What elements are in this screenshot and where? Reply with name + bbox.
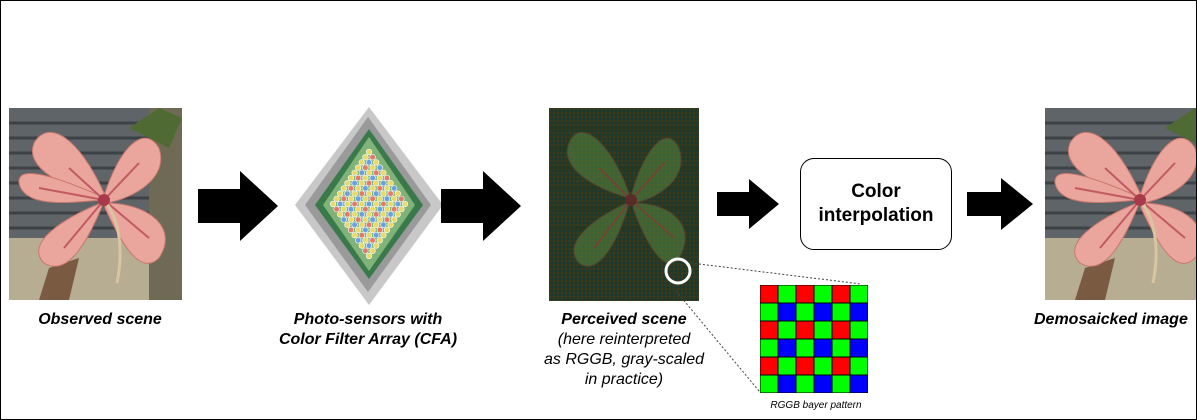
bayer-cell bbox=[831, 302, 851, 322]
cfa-sensor-image bbox=[293, 107, 443, 307]
bayer-cell bbox=[849, 338, 868, 358]
bayer-cell bbox=[813, 285, 833, 304]
perceived-scene-label: Perceived scene bbox=[561, 311, 687, 328]
perceived-note-line1: (here reinterpreted bbox=[557, 331, 691, 348]
bayer-cell bbox=[760, 374, 779, 393]
bayer-cell bbox=[849, 374, 868, 393]
arrow-icon bbox=[198, 171, 278, 241]
bayer-cell bbox=[795, 338, 815, 358]
bayer-cell bbox=[795, 285, 815, 304]
bayer-cell bbox=[831, 338, 851, 358]
bayer-cell bbox=[813, 302, 833, 322]
color-interpolation-box: Color interpolation bbox=[800, 158, 952, 250]
bayer-cell bbox=[777, 374, 797, 393]
bayer-pattern-grid bbox=[760, 285, 868, 393]
sensor-label-line2: Color Filter Array (CFA) bbox=[278, 331, 458, 348]
bayer-cell bbox=[831, 356, 851, 376]
bayer-cell bbox=[849, 320, 868, 340]
color-interpolation-label: Color interpolation bbox=[818, 181, 934, 226]
bayer-cell bbox=[813, 356, 833, 376]
arrow-icon bbox=[717, 179, 779, 229]
perceived-note-line3: in practice) bbox=[584, 371, 664, 388]
bayer-cell bbox=[849, 285, 868, 304]
bayer-cell bbox=[760, 338, 779, 358]
bayer-cell bbox=[760, 320, 779, 340]
bayer-cell bbox=[795, 356, 815, 376]
bayer-cell bbox=[795, 374, 815, 393]
demosaicked-image-label: Demosaicked image bbox=[1034, 311, 1188, 328]
perceived-scene-image bbox=[549, 108, 699, 301]
bayer-cell bbox=[777, 320, 797, 340]
bayer-cell bbox=[795, 302, 815, 322]
demosaicked-image bbox=[1045, 108, 1196, 300]
bayer-cell bbox=[831, 374, 851, 393]
sensor-label-line1: Photo-sensors with bbox=[293, 311, 443, 328]
bayer-cell bbox=[813, 320, 833, 340]
bayer-cell bbox=[795, 320, 815, 340]
perceived-note-line2: as RGGB, gray-scaled bbox=[543, 351, 705, 368]
observed-scene-image bbox=[9, 108, 182, 300]
bayer-cell bbox=[777, 338, 797, 358]
bayer-cell bbox=[849, 356, 868, 376]
bayer-cell bbox=[831, 320, 851, 340]
bayer-cell bbox=[777, 285, 797, 304]
zoom-connector-lines bbox=[675, 262, 862, 392]
bayer-pattern-caption: RGGB bayer pattern bbox=[770, 400, 862, 411]
bayer-cell bbox=[813, 338, 833, 358]
bayer-cell bbox=[849, 302, 868, 322]
arrow-icon bbox=[441, 171, 521, 241]
bayer-cell bbox=[760, 285, 779, 304]
zoom-circle-icon bbox=[664, 257, 692, 285]
bayer-cell bbox=[777, 302, 797, 322]
bayer-cell bbox=[813, 374, 833, 393]
bayer-cell bbox=[777, 356, 797, 376]
bayer-cell bbox=[760, 356, 779, 376]
observed-scene-label: Observed scene bbox=[38, 311, 162, 328]
bayer-cell bbox=[831, 285, 851, 304]
arrow-icon bbox=[967, 178, 1033, 230]
bayer-cell bbox=[760, 302, 779, 322]
